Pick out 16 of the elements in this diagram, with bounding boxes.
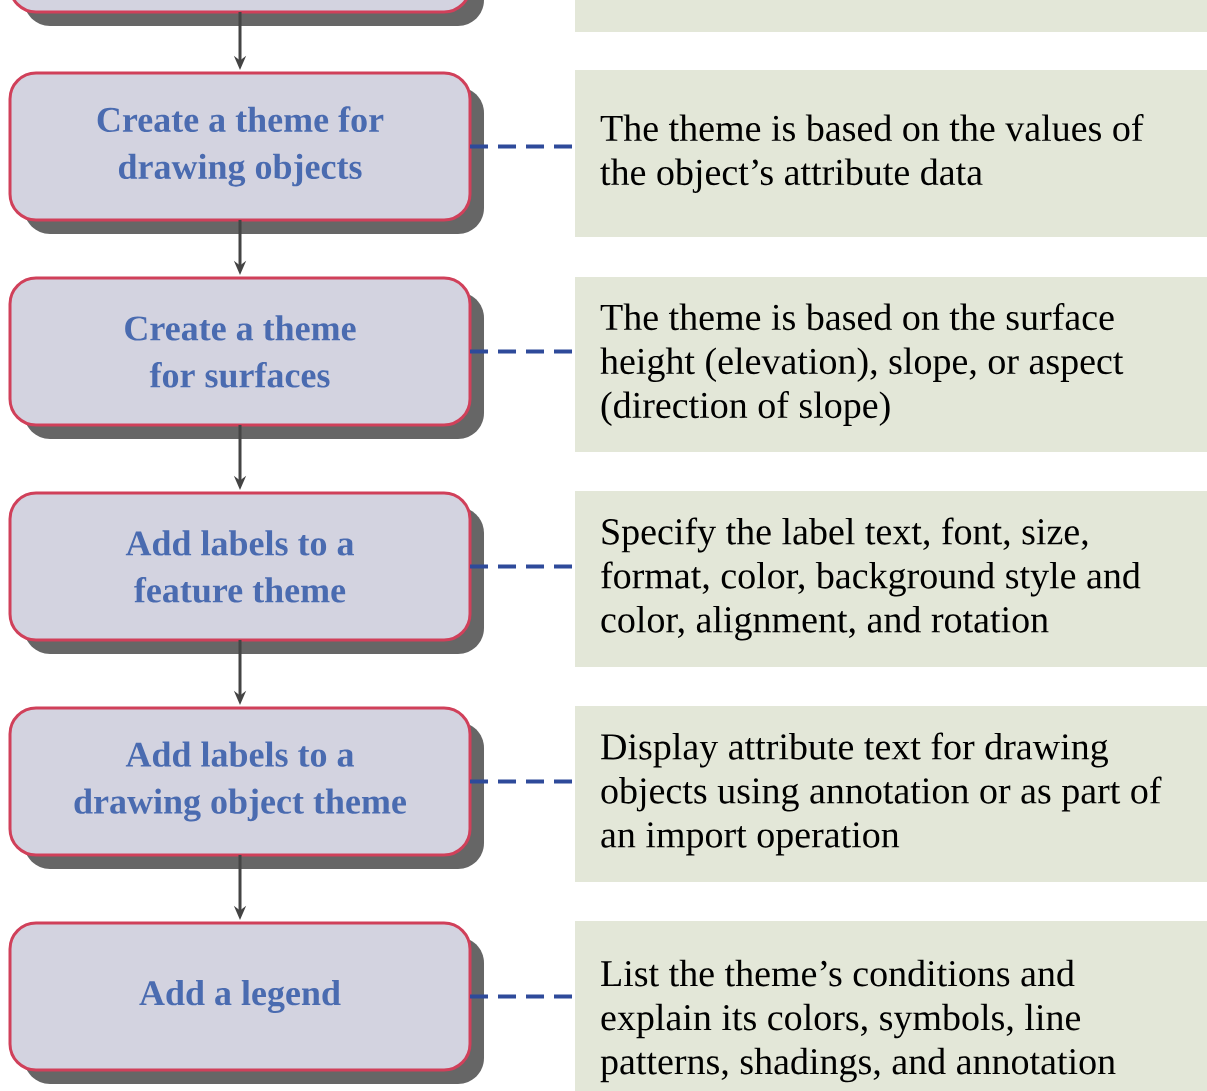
- step-box: Add labels to a feature theme: [8, 491, 484, 654]
- description-panel: The theme is based on the values of the object’s attribute data: [575, 70, 1207, 237]
- step-box: Create a theme for surfaces: [8, 276, 484, 439]
- connector-line: [470, 779, 575, 784]
- step-box: Add a legend: [8, 921, 484, 1084]
- connector-line: [470, 144, 575, 149]
- connector-line: [470, 994, 575, 999]
- step-box: Create a theme for drawing objects: [8, 71, 484, 234]
- description-panel: Specify the label text, font, size, format, color, background style and color, alignment, and rotation: [575, 491, 1207, 667]
- description-panel: The theme is based on the surface height (elevation), slope, or aspect (direction of slope): [575, 277, 1207, 452]
- connector-line: [470, 564, 575, 569]
- description-panel: [575, 0, 1207, 32]
- step-box: Add labels to a drawing object theme: [8, 706, 484, 869]
- description-panel: Display attribute text for drawing objects using annotation or as part of an import operation: [575, 706, 1207, 882]
- description-panel: List the theme’s conditions and explain its colors, symbols, line patterns, shadings, and annotation: [575, 921, 1207, 1091]
- connector-line: [470, 349, 575, 354]
